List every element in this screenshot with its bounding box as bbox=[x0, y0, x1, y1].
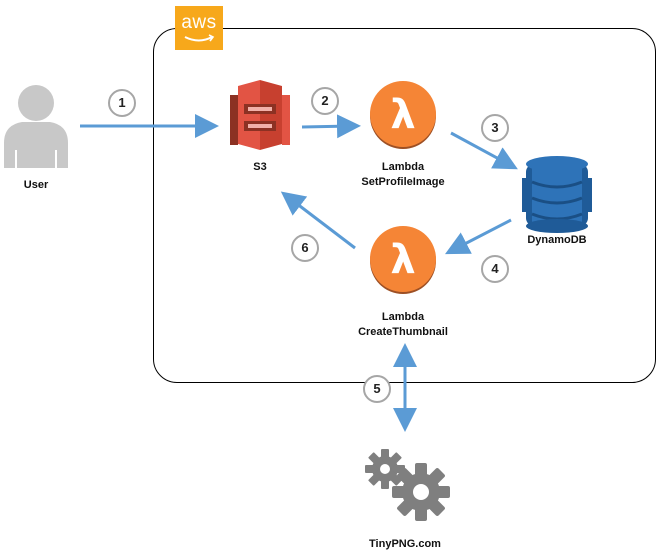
svg-text:λ: λ bbox=[390, 92, 415, 138]
lambda-createthumbnail-label: Lambda CreateThumbnail bbox=[343, 310, 463, 340]
lambda-createthumbnail-line1: Lambda bbox=[381, 311, 425, 323]
step-2-badge: 2 bbox=[311, 87, 339, 115]
lambda-setprofileimage-label: Lambda SetProfileImage bbox=[343, 160, 463, 190]
step-1-badge: 1 bbox=[108, 89, 136, 117]
step-3-badge: 3 bbox=[481, 114, 509, 142]
arrow-lambda-thumb-to-s3 bbox=[280, 191, 356, 250]
lambda-createthumbnail-line2: CreateThumbnail bbox=[358, 326, 448, 338]
lambda-setprofileimage-icon: λ bbox=[370, 81, 436, 149]
dynamodb-label: DynamoDB bbox=[527, 234, 587, 246]
lambda-setprofileimage-line1: Lambda bbox=[381, 161, 425, 173]
arrow-dynamodb-to-lambda-thumb bbox=[445, 218, 512, 255]
dynamodb-icon bbox=[522, 156, 592, 233]
aws-logo-text: aws bbox=[181, 12, 217, 33]
aws-smile-icon bbox=[184, 34, 215, 42]
gears-icon bbox=[365, 449, 450, 521]
arrow-lambda-set-to-dynamodb bbox=[450, 131, 518, 170]
s3-label: S3 bbox=[253, 161, 267, 173]
user-icon bbox=[4, 85, 68, 168]
tinypng-label: TinyPNG.com bbox=[369, 538, 441, 550]
lambda-createthumbnail-icon: λ bbox=[370, 226, 436, 294]
arrow-s3-to-lambda-set bbox=[301, 114, 361, 139]
step-5-badge: 5 bbox=[363, 375, 391, 403]
aws-logo: aws bbox=[175, 6, 223, 50]
svg-text:λ: λ bbox=[390, 237, 415, 283]
s3-bucket-icon bbox=[230, 80, 290, 150]
lambda-setprofileimage-line2: SetProfileImage bbox=[361, 176, 445, 188]
step-6-badge: 6 bbox=[291, 234, 319, 262]
user-label: User bbox=[23, 179, 49, 191]
step-4-badge: 4 bbox=[481, 255, 509, 283]
